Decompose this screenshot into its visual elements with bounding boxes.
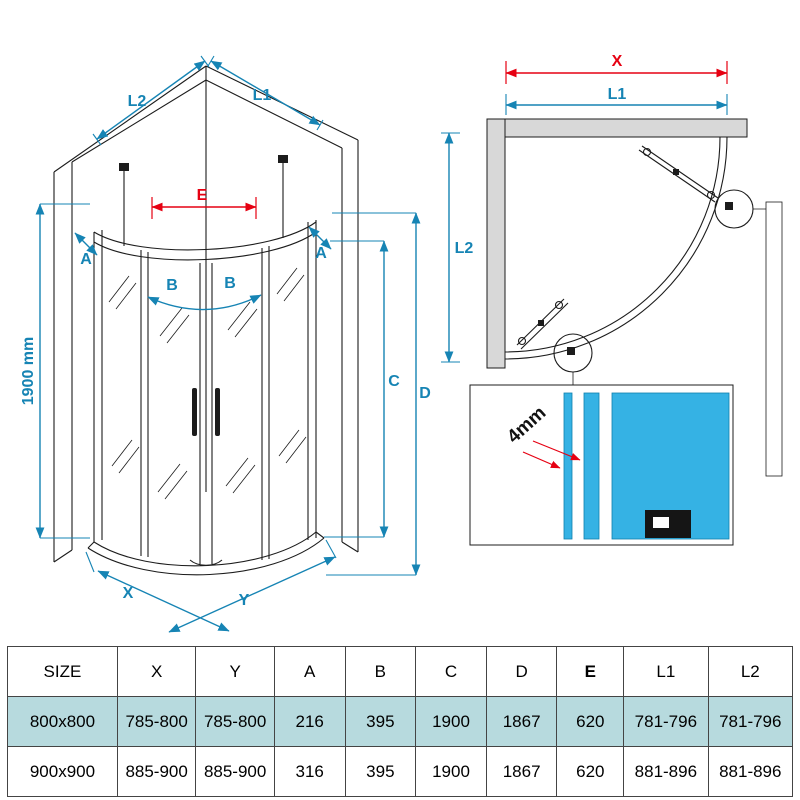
dim-label-b-right: B: [224, 275, 236, 292]
table-header-row: SIZE X Y A B C D E L1 L2: [7, 646, 794, 697]
dim-label-height: 1900 mm: [20, 337, 37, 406]
dim-label-l1-top: L1: [608, 86, 627, 103]
roller-bottom-2: [554, 300, 564, 310]
cell-y-900: 885-900: [195, 746, 275, 797]
dim-label-d: D: [419, 385, 431, 402]
glass-hatch-marks: [108, 267, 307, 500]
dim-label-a-left: A: [80, 251, 92, 268]
wall-bracket-right: [278, 155, 288, 163]
cell-size-800: 800x800: [7, 696, 118, 747]
thickness-arrow-1: [522, 451, 561, 469]
cell-a-900: 316: [273, 746, 346, 797]
dimension-l2: L2: [92, 55, 210, 146]
dimension-height-1900: 1900 mm: [20, 203, 90, 539]
diagram-canvas: L2 L1 A A B B 1900 mm C: [20, 53, 783, 633]
shower-tray: [87, 531, 325, 576]
cell-x-800: 785-800: [116, 696, 197, 747]
header-l2: L2: [707, 646, 794, 697]
cell-size-900: 900x900: [7, 746, 118, 797]
enclosure-frame: [93, 162, 317, 564]
header-e: E: [556, 646, 625, 697]
door-chord-top: [638, 145, 719, 203]
dim-label-e: E: [197, 187, 208, 204]
glass-detail-box: 4mm: [469, 384, 734, 546]
dim-label-l2-top: L2: [455, 240, 474, 257]
wall-bracket-left: [119, 163, 129, 171]
hinge-bottom: [538, 320, 544, 326]
dimension-c: C: [324, 240, 400, 538]
dimension-y-bottom: Y: [168, 556, 336, 633]
cell-b-900: 395: [344, 746, 417, 797]
cell-d-900: 1867: [485, 746, 558, 797]
header-a: A: [273, 646, 346, 697]
cell-d-800: 1867: [485, 696, 558, 747]
cell-y-800: 785-800: [195, 696, 275, 747]
callout-leaders: [572, 208, 766, 385]
curved-glass-plan: [504, 136, 728, 360]
dimension-l2-top: L2: [441, 132, 474, 363]
glass-panel-mid: [583, 392, 600, 540]
dimension-e-red: E: [151, 187, 257, 219]
dimension-a-right: A: [308, 226, 332, 262]
header-l1: L1: [623, 646, 709, 697]
cell-e-900: 620: [556, 746, 625, 797]
roller-top-1: [642, 147, 652, 157]
top-wall: [486, 118, 748, 138]
header-b: B: [344, 646, 417, 697]
cell-l2-900: 881-896: [707, 746, 794, 797]
glass-panel-thin: [563, 392, 573, 540]
door-junction-top: [725, 202, 733, 210]
perspective-view: L2 L1 A A B B 1900 mm C: [20, 55, 431, 633]
dim-label-x: X: [123, 585, 134, 602]
walls-outline: [53, 65, 359, 563]
header-y: Y: [195, 646, 275, 697]
dimension-l1: L1: [207, 55, 324, 131]
table-row-800: 800x800 785-800 785-800 216 395 1900 186…: [7, 696, 794, 747]
bottom-roller-notch: [653, 517, 669, 528]
cell-c-800: 1900: [415, 696, 487, 747]
top-view: X L1 L2: [441, 53, 783, 546]
header-d: D: [485, 646, 558, 697]
dimension-d: D: [326, 212, 431, 576]
cell-b-800: 395: [344, 696, 417, 747]
dim-label-x-top: X: [612, 53, 623, 70]
cell-l1-900: 881-896: [623, 746, 709, 797]
dimension-x-top: X: [505, 53, 728, 84]
door-junction-bottom: [567, 347, 575, 355]
cell-c-900: 1900: [415, 746, 487, 797]
cell-a-800: 216: [273, 696, 346, 747]
cell-e-800: 620: [556, 696, 625, 747]
roller-bottom-1: [517, 336, 527, 346]
size-table: SIZE X Y A B C D E L1 L2 800x800 785-800…: [7, 646, 794, 797]
table-row-900: 900x900 885-900 885-900 316 395 1900 186…: [7, 746, 794, 797]
dimension-b-slide: B B: [147, 275, 262, 311]
header-size: SIZE: [7, 646, 118, 697]
roller-top-2: [706, 190, 716, 200]
header-c: C: [415, 646, 487, 697]
door-handle-left: [192, 388, 197, 436]
door-handle-right: [215, 388, 220, 436]
dim-label-l1: L1: [253, 87, 272, 104]
hinge-top: [673, 169, 679, 175]
cell-l2-800: 781-796: [707, 696, 794, 747]
header-x: X: [116, 646, 197, 697]
dim-label-y: Y: [239, 592, 250, 609]
dimension-l1-top: L1: [505, 86, 728, 115]
left-wall: [486, 118, 506, 369]
dim-label-b-left: B: [166, 277, 178, 294]
dim-label-a-right: A: [315, 245, 327, 262]
callout-circle-top: [714, 189, 754, 229]
cell-l1-800: 781-796: [623, 696, 709, 747]
dim-label-l2: L2: [128, 93, 147, 110]
dimension-a-left: A: [74, 232, 98, 268]
dim-label-c: C: [388, 373, 400, 390]
cell-x-900: 885-900: [116, 746, 197, 797]
leader-frame: [765, 201, 783, 477]
thickness-arrow-2: [532, 440, 581, 461]
